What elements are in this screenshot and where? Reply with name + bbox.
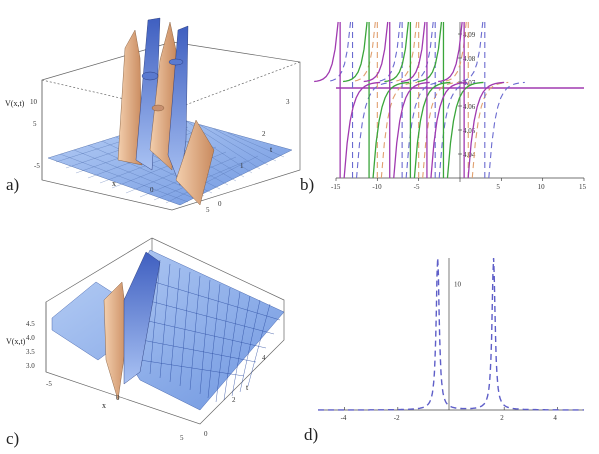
panel-a-ttick-2: 2 [262, 130, 266, 138]
panel-a-ztick-10: 10 [30, 98, 38, 106]
panel-c-ztick-4.5: 4.5 [26, 320, 35, 328]
panel-a-ttick-0: 0 [218, 200, 222, 208]
panel-b-green-curve [446, 81, 484, 179]
panel-c-xlabel: x [102, 401, 106, 410]
panel-b-green-curve [384, 21, 410, 83]
panel-b-label: b) [300, 175, 314, 194]
panel-b-dashed-curve [422, 81, 459, 179]
panel-b-magenta-curve [393, 81, 430, 179]
panel-b-dashed-curve [326, 21, 352, 83]
panel-b-ytick: 4.09 [463, 31, 476, 39]
panel-b-ytick: 4.06 [463, 103, 476, 111]
panel-d: -4 -2 2 4 10 d) [304, 257, 584, 444]
panel-b-green-curve [372, 81, 410, 179]
panel-b-green-curve [342, 21, 368, 83]
panel-c-dip [103, 281, 129, 401]
panel-a-xlabel: x [112, 179, 116, 188]
panel-a-label: a) [6, 175, 19, 194]
panel-b-magenta-curve [343, 81, 381, 179]
panel-c-xtick-neg5: -5 [46, 380, 52, 388]
panel-d-label: d) [304, 425, 318, 444]
panel-d-yticks: 10 [454, 280, 462, 288]
panel-b-magenta-curve [400, 21, 426, 83]
panel-b-magenta-curve [467, 81, 505, 179]
panel-a-spikes [117, 17, 215, 206]
panel-a-ttick-1: 1 [240, 162, 244, 170]
panel-c-ridge [123, 251, 161, 385]
panel-a-zlabel: V(x,t) [5, 99, 25, 108]
panel-b-ytick: 4.05 [463, 127, 476, 135]
panel-d-xtick: -2 [394, 414, 400, 422]
panel-c-ztick-4.0: 4.0 [26, 334, 35, 342]
panel-c-xtick-0: 0 [116, 394, 120, 402]
panel-b-dashed-curve [376, 21, 401, 83]
panel-b-magenta-curve [314, 21, 339, 83]
panel-d-xtick: 4 [553, 414, 557, 422]
panel-b-ytick: 4.07 [463, 79, 476, 87]
panel-b-xtick: 15 [579, 183, 587, 191]
panel-c-ttick-4: 4 [262, 354, 266, 362]
panel-b-magenta-curve [438, 21, 463, 83]
panel-b-xtick: 10 [538, 183, 546, 191]
panel-c-label: c) [6, 429, 19, 448]
panel-b-green-curve [417, 21, 443, 83]
panel-a-tlabel: t [270, 145, 273, 154]
panel-b-dashed-curve [458, 21, 484, 83]
panel-d-ytick: 10 [454, 280, 462, 288]
panel-b-dashed-curve [488, 81, 525, 179]
panel-d-xticks: -4 -2 2 4 [341, 407, 558, 422]
panel-b-xtick: 5 [496, 183, 500, 191]
panel-b-dashed-curve [405, 81, 443, 179]
panel-c-tlabel: t [246, 383, 249, 392]
panel-b-dashed-curve [438, 81, 476, 179]
panel-b: -15 -10 -5 5 10 15 4.09 4.08 4.07 4.06 4.05 4.04 b… [300, 21, 587, 194]
panel-b-xtick: -15 [331, 183, 341, 191]
panel-b-ytick: 4.04 [463, 151, 476, 159]
panel-b-xticks: -15 -10 -5 5 10 15 [331, 178, 587, 191]
panel-c-ttick-2: 2 [232, 396, 236, 404]
panel-c-ztick-3.5: 3.5 [26, 348, 35, 356]
panel-d-xtick: 2 [500, 414, 504, 422]
panel-b-magenta-curve [363, 21, 389, 83]
panel-b-dashed-curve [392, 21, 418, 83]
panel-b-xtick: -10 [372, 183, 382, 191]
panel-b-yticks: 4.09 4.08 4.07 4.06 4.05 4.04 [458, 31, 476, 159]
panel-b-dashed-curve [442, 21, 467, 83]
panel-d-xtick: -4 [341, 414, 347, 422]
panel-d-axes [318, 258, 584, 411]
panel-b-curves [314, 21, 525, 179]
panel-a-xtick-5: 5 [206, 206, 210, 214]
panel-b-xtick: -5 [414, 183, 420, 191]
panel-a-ztick-5: 5 [33, 120, 37, 128]
panel-c: V(x,t) 4.5 4.0 3.5 3.0 -5 x 0 5 0 2 4 t … [6, 237, 285, 448]
panel-b-green-curve [413, 81, 451, 179]
panel-d-curve [318, 257, 584, 411]
panel-a: V(x,t) 10 5 -5 x 0 5 0 1 2 3 t a) [5, 17, 301, 214]
panel-a-xtick-neg5: -5 [34, 162, 40, 170]
panel-c-ztick-3.0: 3.0 [26, 362, 35, 370]
panel-c-xtick-5: 5 [180, 434, 184, 442]
panel-b-ytick: 4.08 [463, 55, 476, 63]
panel-c-zlabel: V(x,t) [6, 337, 26, 346]
panel-b-dashed-curve [351, 21, 376, 83]
panel-b-dashed-curve [409, 21, 434, 83]
panel-c-ttick-0: 0 [204, 430, 208, 438]
panel-b-dashed-curve [380, 81, 418, 179]
panel-a-ttick-3: 3 [286, 98, 290, 106]
panel-b-dashed-curve [355, 81, 393, 179]
panel-b-magenta-curve [430, 81, 467, 179]
panel-a-xtick-0: 0 [150, 186, 154, 194]
